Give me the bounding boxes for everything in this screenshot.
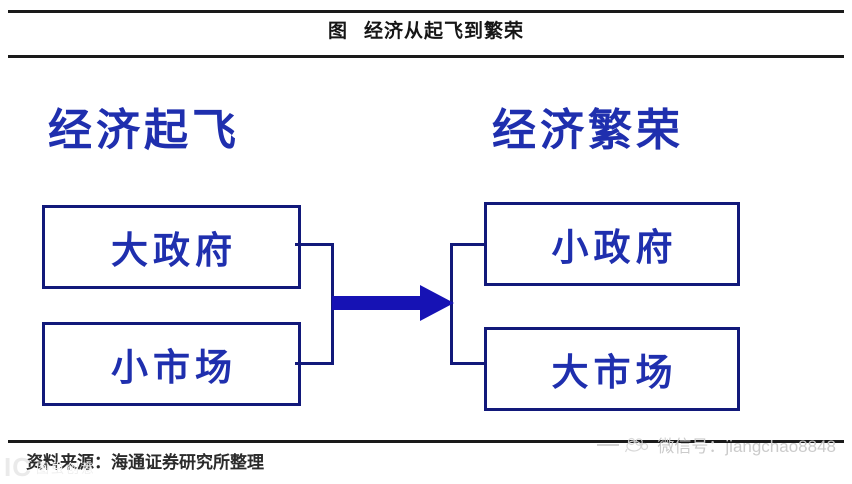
footer-rule <box>8 440 844 443</box>
box-small-market[interactable]: 小市场 <box>42 322 301 406</box>
bracket-split-icon-top-arm <box>450 243 487 246</box>
wechat-watermark-text: 微信号：jiangchao8848 <box>657 437 836 456</box>
header-rule-top <box>8 10 844 13</box>
cloud-icon <box>625 436 651 454</box>
corner-watermark-logo: IC <box>4 452 32 482</box>
corner-watermark-label: 图虫创意 <box>36 461 97 476</box>
header-rule-bottom <box>8 55 844 58</box>
page-title: 图经济从起飞到繁荣 <box>0 16 852 43</box>
box-label-big-government: 大政府 <box>111 231 237 272</box>
right-arrow-icon <box>332 285 454 321</box>
heading-economic-prosperity: 经济繁荣 <box>492 106 684 155</box>
box-big-market[interactable]: 大市场 <box>484 327 740 411</box>
bracket-split-icon-bottom-arm <box>450 362 487 365</box>
title-text: 经济从起飞到繁荣 <box>364 21 525 42</box>
box-label-big-market: 大市场 <box>551 353 678 394</box>
box-big-government[interactable]: 大政府 <box>42 205 301 289</box>
title-figure-label: 图 <box>327 21 348 42</box>
box-label-small-market: 小市场 <box>111 348 237 389</box>
box-label-small-government: 小政府 <box>551 228 678 269</box>
bracket-merge-icon-bottom-arm <box>295 362 334 365</box>
footer-source-text: 资料来源：海通证券研究所整理 <box>26 453 264 472</box>
bracket-merge-icon-top-arm <box>295 243 334 246</box>
wechat-watermark: 微信号：jiangchao8848 <box>597 432 836 457</box>
watermark-dash <box>597 443 620 446</box>
heading-economic-takeoff: 经济起飞 <box>48 106 240 155</box>
box-small-government[interactable]: 小政府 <box>484 202 740 286</box>
